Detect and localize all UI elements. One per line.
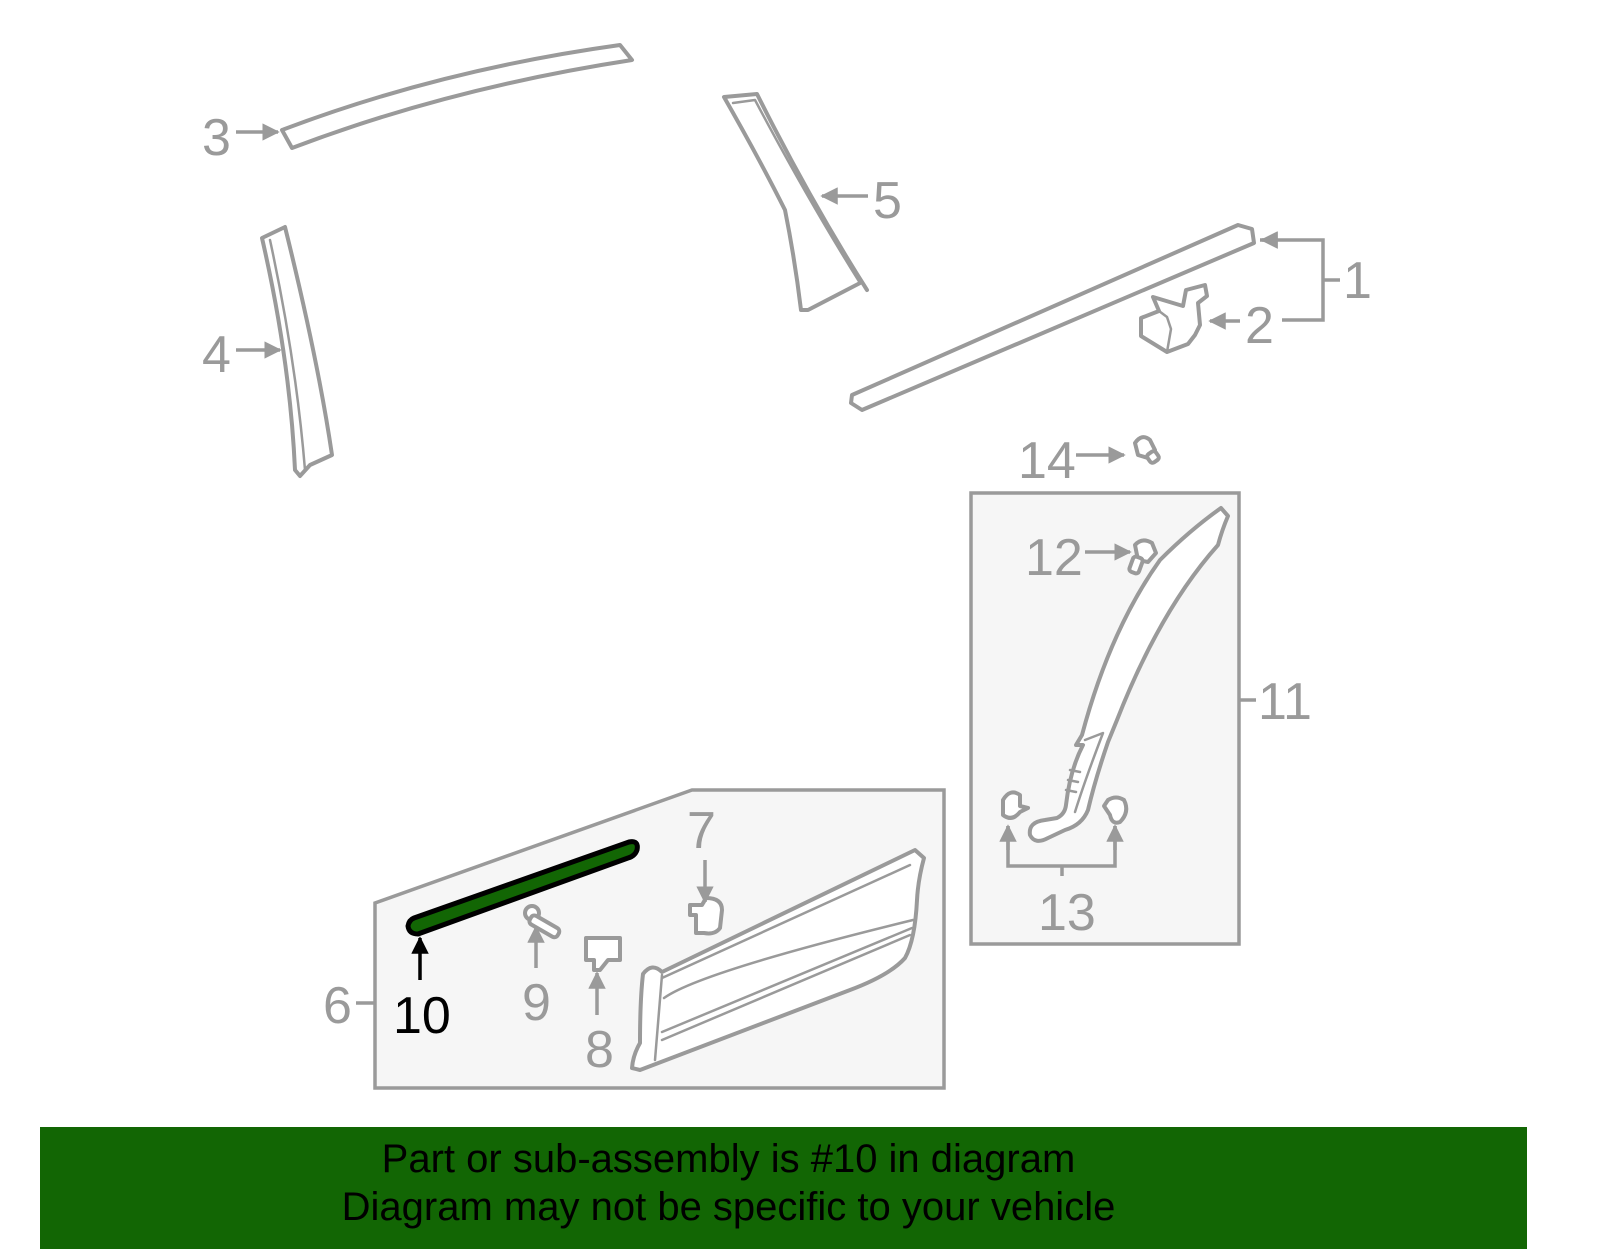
part-11-pillar-garnish[interactable] bbox=[1027, 506, 1230, 843]
callout-9-label: 9 bbox=[522, 974, 551, 1032]
callout-4-label: 4 bbox=[202, 326, 231, 384]
part-8-clip[interactable] bbox=[584, 936, 622, 972]
callout-12-label: 12 bbox=[1025, 529, 1083, 587]
part-12-clip[interactable] bbox=[1127, 538, 1158, 576]
part-10-molding-highlighted[interactable] bbox=[405, 839, 640, 937]
part-5-center-pillar[interactable] bbox=[722, 92, 869, 312]
part-6-door-molding[interactable] bbox=[630, 848, 926, 1072]
callout-7[interactable]: 7 bbox=[687, 802, 716, 904]
callout-4[interactable]: 4 bbox=[202, 326, 282, 384]
callout-13-bracket bbox=[999, 824, 1124, 876]
callout-2-label[interactable]: 2 bbox=[1245, 297, 1274, 355]
part-3-roof-molding[interactable] bbox=[280, 43, 634, 150]
callout-3[interactable]: 3 bbox=[202, 109, 280, 167]
part-2-clip[interactable] bbox=[1139, 283, 1209, 354]
callout-5[interactable]: 5 bbox=[820, 172, 902, 230]
banner-line-1: Part or sub-assembly is #10 in diagram bbox=[381, 1137, 1076, 1181]
callout-14-label: 14 bbox=[1018, 432, 1076, 490]
callout-12[interactable]: 12 bbox=[1025, 529, 1132, 587]
callout-7-label: 7 bbox=[687, 802, 716, 860]
part-13-clips[interactable] bbox=[1001, 790, 1129, 825]
callout-9[interactable]: 9 bbox=[522, 925, 551, 1032]
callout-8[interactable]: 8 bbox=[585, 971, 614, 1079]
callout-11-label[interactable]: 11 bbox=[1258, 673, 1312, 731]
part-14-clip[interactable] bbox=[1133, 435, 1161, 465]
callout-1-2-bracket bbox=[1208, 240, 1340, 330]
group-box-6 bbox=[356, 788, 946, 1090]
callout-3-label: 3 bbox=[202, 109, 231, 167]
callout-14[interactable]: 14 bbox=[1018, 432, 1126, 490]
callout-10-label: 10 bbox=[393, 987, 451, 1045]
callout-8-label: 8 bbox=[585, 1021, 614, 1079]
callout-10[interactable]: 10 bbox=[393, 936, 451, 1045]
info-banner: Part or sub-assembly is #10 in diagram D… bbox=[40, 1127, 1527, 1249]
callout-5-label: 5 bbox=[873, 172, 902, 230]
callout-13-label[interactable]: 13 bbox=[1038, 884, 1096, 942]
banner-line-2: Diagram may not be specific to your vehi… bbox=[341, 1185, 1116, 1229]
callout-1-label[interactable]: 1 bbox=[1343, 252, 1372, 310]
part-7-clip[interactable] bbox=[688, 896, 724, 936]
part-4-pillar-applique[interactable] bbox=[260, 225, 334, 478]
callout-6-label[interactable]: 6 bbox=[323, 977, 352, 1035]
